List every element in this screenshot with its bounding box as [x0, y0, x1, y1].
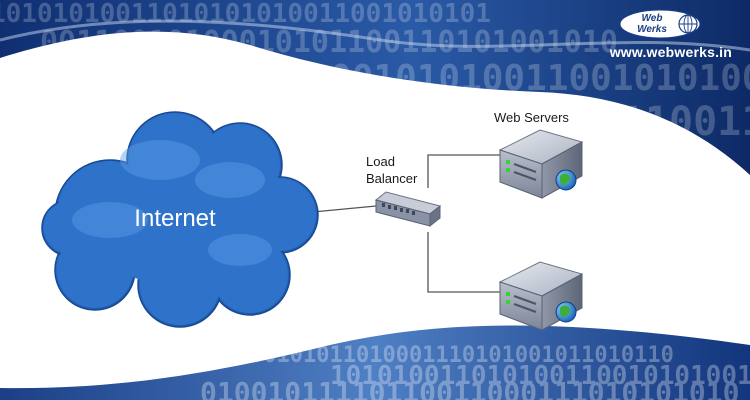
internet-label: Internet: [134, 205, 216, 232]
internet-cloud: Internet: [41, 111, 319, 328]
bottom-background: 00101011010001110101001011010110 1010100…: [0, 316, 750, 400]
brand-url: www.webwerks.in: [609, 44, 732, 60]
link-balancer-to-server-1: [427, 154, 500, 188]
web-servers-label: Web Servers: [494, 110, 569, 125]
logo-line2: Werks: [637, 24, 667, 35]
logo-globe-icon: [678, 14, 698, 34]
link-balancer-to-server-2: [427, 232, 500, 293]
web-server-1: [498, 129, 584, 199]
brand-logo: Web Werks: [619, 9, 701, 39]
binary-row: 01001011110110011000111010101010: [200, 376, 739, 400]
load-balancer-label-line2: Balancer: [366, 171, 418, 186]
web-server-2: [498, 261, 584, 331]
load-balancer-label-line1: Load: [366, 154, 395, 169]
link-internet-to-balancer: [312, 205, 377, 213]
globe-icon: [555, 301, 577, 323]
network-links: [312, 154, 500, 293]
globe-icon: [555, 169, 577, 191]
logo-line1: Web: [642, 13, 663, 24]
load-balancer-device: [374, 191, 442, 228]
binary-row: 10101001101010011001010100101110: [330, 361, 750, 391]
